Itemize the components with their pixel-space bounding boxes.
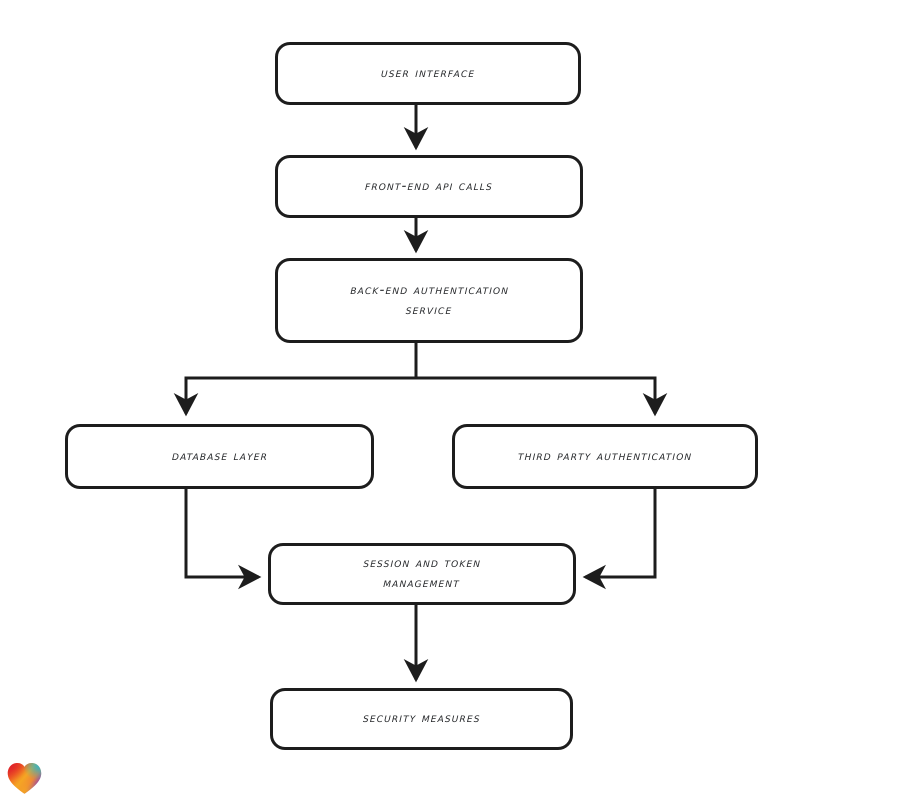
edge-backend-branch-left <box>173 376 416 417</box>
node-frontend-api-calls-label: FRONT-END API CALLS <box>364 177 494 194</box>
node-frontend-api-calls[interactable]: FRONT-END API CALLS <box>275 155 583 218</box>
node-database-layer[interactable]: DATABASE LAYER <box>65 424 374 489</box>
heart-logo-icon <box>7 763 42 794</box>
node-user-interface-label: USER INTERFACE <box>380 64 476 81</box>
node-session-and-token-management[interactable]: SESSION AND TOKEN MANAGEMENT <box>268 543 576 605</box>
node-third-party-authentication[interactable]: THIRD PARTY AUTHENTICATION <box>452 424 758 489</box>
node-security-measures[interactable]: SECURITY MEASURES <box>270 688 573 750</box>
node-third-party-authentication-label: THIRD PARTY AUTHENTICATION <box>517 447 693 464</box>
node-user-interface[interactable]: USER INTERFACE <box>275 42 581 105</box>
node-backend-authentication-service[interactable]: BACK-END AUTHENTICATION SERVICE <box>275 258 583 343</box>
edge-thirdparty-to-session <box>582 489 657 590</box>
edge-database-to-session <box>184 489 262 590</box>
node-session-and-token-management-label: SESSION AND TOKEN MANAGEMENT <box>363 555 482 591</box>
node-security-measures-label: SECURITY MEASURES <box>362 710 481 727</box>
node-backend-authentication-service-label: BACK-END AUTHENTICATION SERVICE <box>349 281 510 318</box>
node-database-layer-label: DATABASE LAYER <box>171 447 268 464</box>
edge-backend-branch-right <box>416 376 668 417</box>
